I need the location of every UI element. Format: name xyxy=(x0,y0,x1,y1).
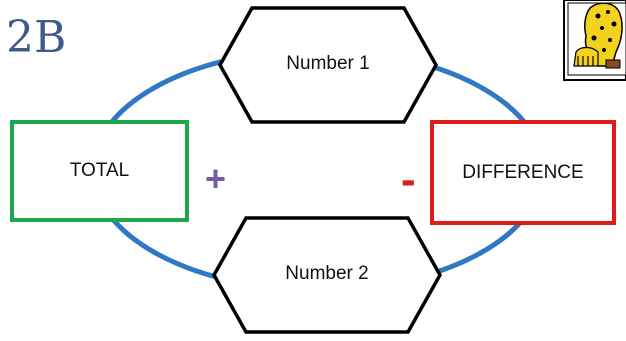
plus-sign: + xyxy=(205,158,227,199)
total-box xyxy=(10,120,189,222)
number1-label: Number 1 xyxy=(286,53,370,74)
number1-hexagon xyxy=(217,6,439,124)
number2-label: Number 2 xyxy=(285,263,369,284)
difference-box xyxy=(430,120,616,225)
difference-label: DIFFERENCE xyxy=(462,162,584,183)
diagram-title: 2B xyxy=(6,12,67,63)
total-label: TOTAL xyxy=(69,160,130,181)
minus-sign: - xyxy=(401,155,416,204)
cartoon-leopard-icon xyxy=(563,0,626,81)
number2-hexagon xyxy=(211,216,443,334)
